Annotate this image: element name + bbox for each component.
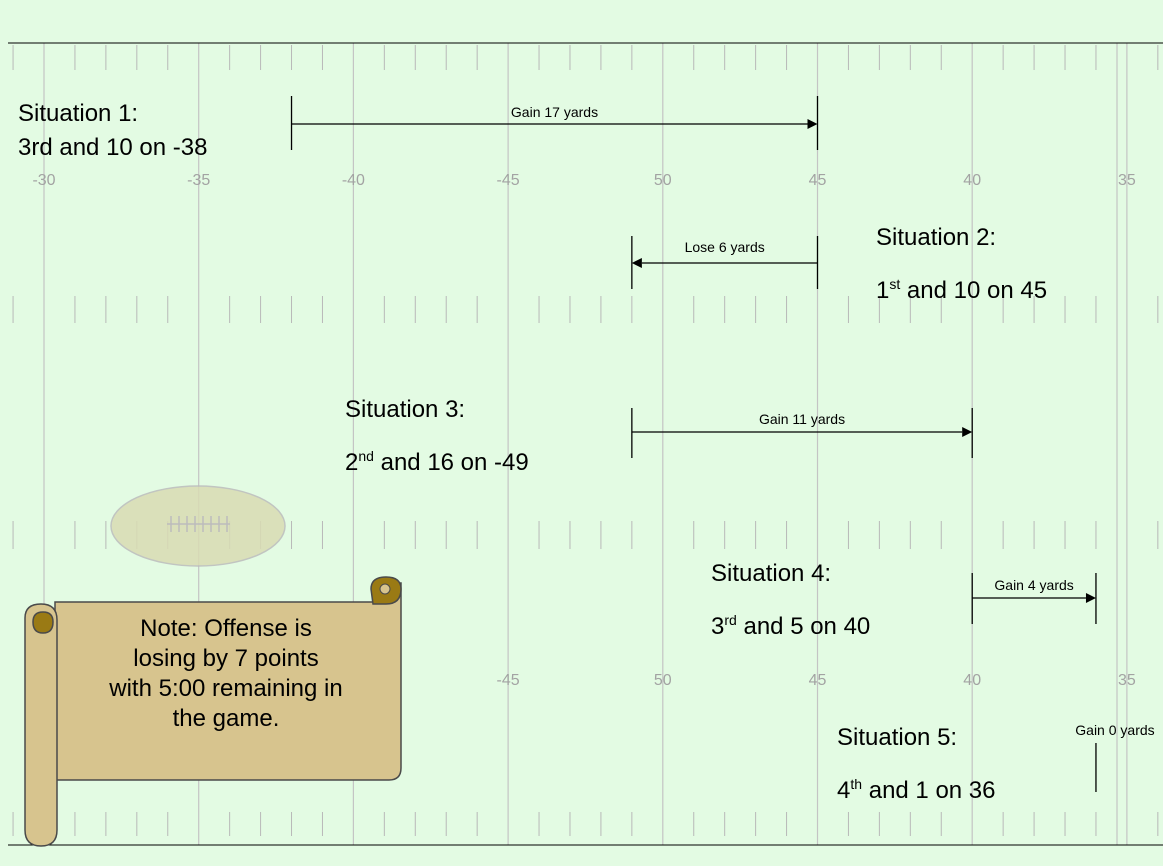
situation-3-down: 2nd and 16 on -49 xyxy=(345,436,529,489)
bottom-yard-number: -45 xyxy=(497,672,520,689)
top-yard-number: -45 xyxy=(497,172,520,189)
situation-3-distance: and 16 on -49 xyxy=(373,449,529,476)
play-1-arrow-head xyxy=(807,119,818,129)
situation-5-down: 4th and 1 on 36 xyxy=(837,764,996,817)
top-yard-number: -30 xyxy=(32,172,55,189)
situation-3-label: Situation 3: 2nd and 16 on -49 xyxy=(345,383,529,489)
top-yard-number: -40 xyxy=(342,172,365,189)
scroll-note-icon xyxy=(24,576,402,847)
play-4-arrow-head xyxy=(1085,593,1096,603)
situation-1-title: Situation 1: xyxy=(18,100,139,127)
situation-1-distance: and 10 on -38 xyxy=(52,134,208,161)
play-4-label: Gain 4 yards xyxy=(994,577,1073,593)
bottom-yard-numbers: -45 50 45 40 35 xyxy=(497,672,1136,689)
situation-5-down-number: 4 xyxy=(837,777,851,804)
note-line-4: the game. xyxy=(172,705,280,732)
scroll-left-roll-curl xyxy=(32,611,54,634)
top-yard-number: -35 xyxy=(187,172,210,189)
note-line-3: with 5:00 remaining in xyxy=(109,675,343,702)
situation-3-down-number: 2 xyxy=(345,449,359,476)
play-2-arrow-head xyxy=(631,258,642,268)
situation-3-down-suffix: nd xyxy=(358,448,374,464)
situation-5-distance: and 1 on 36 xyxy=(862,777,996,804)
scroll-top-roll-curl xyxy=(379,583,391,595)
bottom-yard-number: 35 xyxy=(1118,672,1136,689)
situation-5-down-suffix: th xyxy=(850,776,863,792)
football-body xyxy=(110,485,286,567)
top-yard-number: 50 xyxy=(654,172,672,189)
note-text: Note: Offense is losing by 7 points with… xyxy=(56,614,396,734)
sidelines xyxy=(8,42,1163,846)
play-5-label: Gain 0 yards xyxy=(1075,722,1154,738)
situation-2-title: Situation 2: xyxy=(876,224,997,251)
hash-marks xyxy=(12,45,1159,836)
top-yard-number: 45 xyxy=(809,172,827,189)
situation-4-label: Situation 4: 3rd and 5 on 40 xyxy=(711,547,870,653)
note-line-1: Note: Offense is xyxy=(140,615,312,642)
football-icon xyxy=(110,485,286,567)
situation-4-down-suffix: rd xyxy=(724,612,737,628)
situation-3-title: Situation 3: xyxy=(345,396,466,423)
situation-4-distance: and 5 on 40 xyxy=(736,613,871,640)
play-3-label: Gain 11 yards xyxy=(759,411,845,427)
situation-2-label: Situation 2: 1st and 10 on 45 xyxy=(876,211,1047,317)
situation-4-down: 3rd and 5 on 40 xyxy=(711,600,870,653)
play-2-label: Lose 6 yards xyxy=(685,239,765,255)
situation-2-distance: and 10 on 45 xyxy=(900,277,1048,304)
play-1-label: Gain 17 yards xyxy=(511,104,598,120)
situation-5-label: Situation 5: 4th and 1 on 36 xyxy=(837,711,996,817)
situation-1-down-number: 3rd xyxy=(18,134,53,161)
situation-4-down-number: 3 xyxy=(711,613,725,640)
bottom-yard-number: 40 xyxy=(963,672,981,689)
situation-2-down: 1st and 10 on 45 xyxy=(876,264,1047,317)
bottom-yard-number: 45 xyxy=(809,672,827,689)
yard-lines xyxy=(43,43,1128,845)
bottom-yard-number: 50 xyxy=(654,672,672,689)
play-3-arrow-head xyxy=(962,427,973,437)
situation-4-title: Situation 4: xyxy=(711,560,832,587)
situation-5-title: Situation 5: xyxy=(837,724,958,751)
situation-1-label: Situation 1: 3rd and 10 on -38 xyxy=(18,97,207,165)
note-line-2: losing by 7 points xyxy=(133,645,319,672)
situation-2-down-suffix: st xyxy=(889,276,901,292)
situation-1-down: 3rd and 10 on -38 xyxy=(18,131,207,165)
top-yard-numbers: -30 -35 -40 -45 50 45 40 35 xyxy=(32,172,1135,189)
situation-2-down-number: 1 xyxy=(876,277,890,304)
top-yard-number: 35 xyxy=(1118,172,1136,189)
top-yard-number: 40 xyxy=(963,172,981,189)
scroll-left-roll xyxy=(24,603,58,847)
